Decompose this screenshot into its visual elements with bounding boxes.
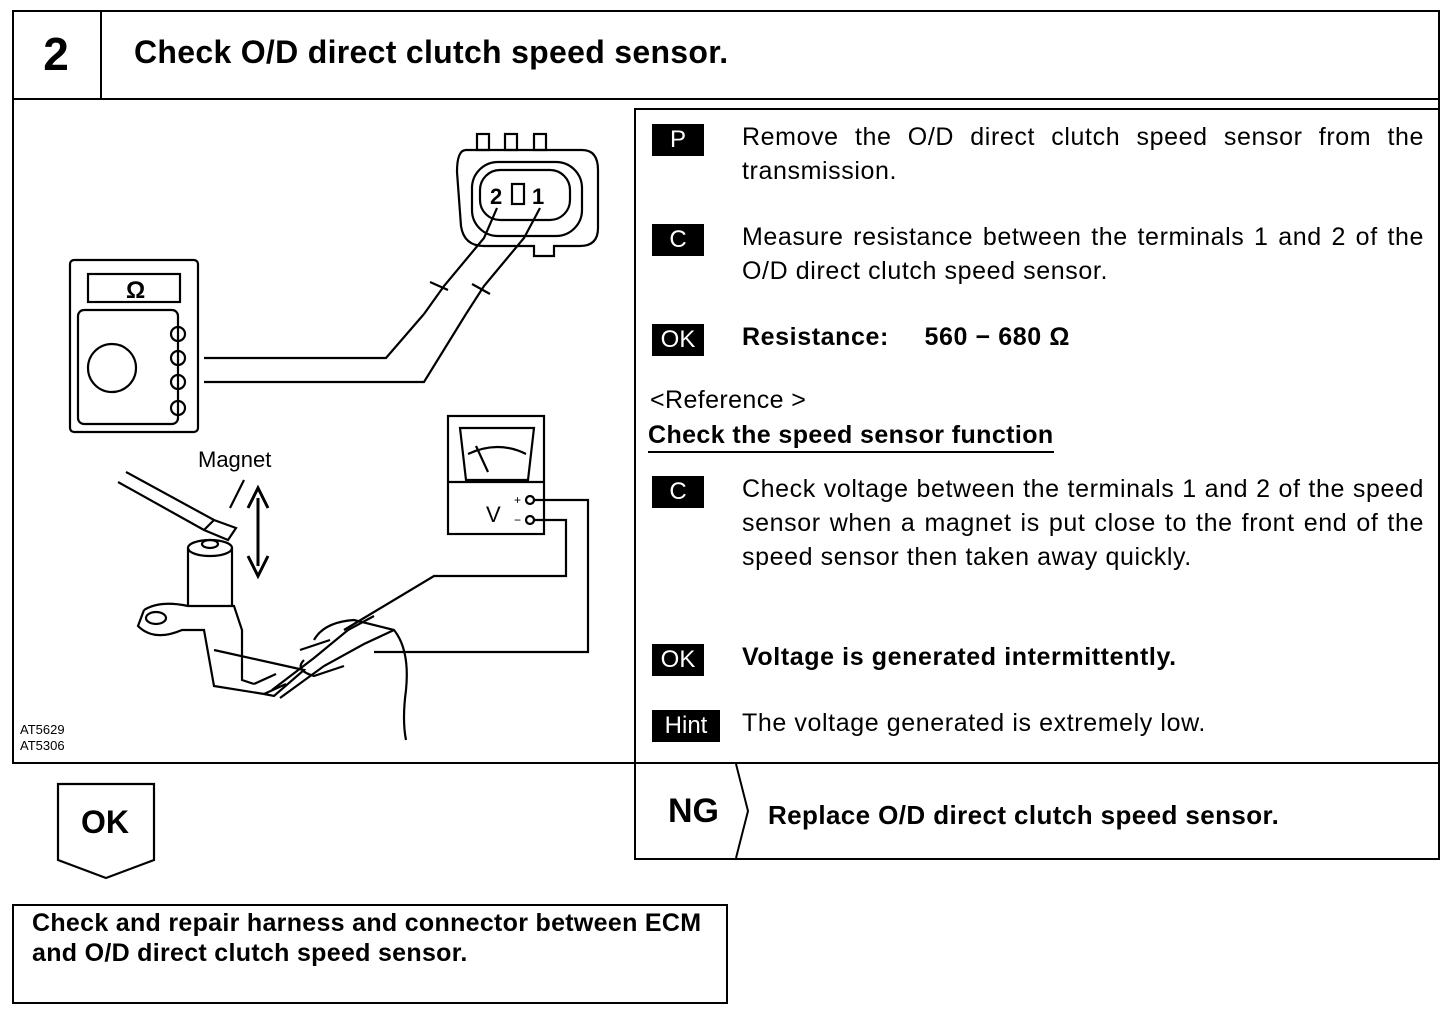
reference-heading: <Reference > [650, 386, 807, 414]
probe-leads-ohmmeter [204, 207, 541, 384]
reference-text-hint: The voltage generated is extremely low. [742, 709, 1206, 737]
speed-sensor-drawing [136, 538, 307, 698]
sensor-connector [455, 132, 600, 258]
figure-code-1: AT5629 [20, 722, 65, 737]
badge-c-reference: C [652, 476, 704, 508]
badge-ok: OK [652, 324, 704, 356]
badge-hint: Hint [652, 710, 720, 742]
magnet-label: Magnet [198, 447, 271, 472]
minus-sign: − [514, 513, 521, 527]
movement-arrow [246, 484, 270, 580]
procedure-text-measure: Measure resistance between the terminals… [742, 223, 1424, 285]
voltmeter [343, 414, 590, 654]
magnet-drawing [117, 471, 245, 542]
right-column-rule [636, 108, 1440, 110]
column-divider [634, 108, 636, 764]
title-divider [102, 98, 1440, 100]
ng-action-text: Replace O/D direct clutch speed sensor. [768, 800, 1280, 830]
reference-text-check: Check voltage between the terminals 1 an… [742, 475, 1424, 571]
ok-action-text: Check and repair harness and connector b… [32, 909, 702, 967]
ok-arrow-box [56, 782, 156, 880]
reference-subheading: Check the speed sensor function [648, 421, 1054, 453]
resistance-value: 560 − 680 Ω [924, 323, 1071, 351]
badge-c: C [652, 224, 704, 256]
ok-action-box [12, 904, 728, 1004]
ng-result-box [634, 762, 1440, 860]
ng-result-label: NG [668, 792, 719, 830]
resistance-label: Resistance: [742, 323, 889, 351]
hand-with-probes [271, 615, 408, 741]
procedure-text-remove: Remove the O/D direct clutch speed senso… [742, 123, 1424, 185]
ng-divider [735, 764, 750, 858]
badge-p: P [652, 124, 704, 156]
reference-text-ok: Voltage is generated intermittently. [742, 643, 1177, 671]
ohmmeter [68, 258, 200, 434]
connector-pin-2: 2 [490, 184, 502, 209]
test-illustration: 2 1 Ω V + − Magnet [68, 132, 600, 741]
ohm-symbol: Ω [126, 277, 145, 304]
plus-sign: + [514, 493, 521, 507]
badge-ok-reference: OK [652, 644, 704, 676]
connector-pin-1: 1 [532, 184, 544, 209]
step-title: Check O/D direct clutch speed sensor. [134, 34, 729, 70]
ok-result-label: OK [81, 804, 129, 840]
step-number: 2 [12, 10, 102, 100]
volt-symbol: V [486, 502, 501, 527]
figure-code-2: AT5306 [20, 738, 65, 753]
